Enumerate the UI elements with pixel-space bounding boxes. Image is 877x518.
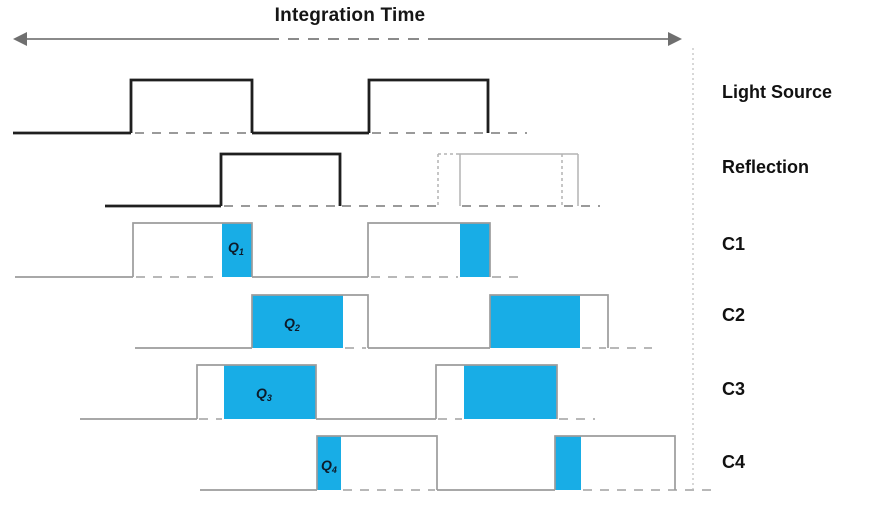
c1-charge-fill <box>460 223 490 277</box>
c2-charge-fill <box>252 295 343 348</box>
c2-charge-fill <box>490 295 580 348</box>
c2-charge-label: Q2 <box>284 315 300 333</box>
row-label-light-source: Light Source <box>722 82 833 102</box>
light-source-pulse <box>129 78 254 133</box>
c1-charge-label: Q1 <box>228 239 244 257</box>
row-label-c1: C1 <box>722 234 746 254</box>
c4-charge-fill <box>555 436 581 490</box>
c3-charge-fill <box>464 365 557 419</box>
c1-charge-fill <box>222 223 252 277</box>
integration-time-title: Integration Time <box>274 5 426 26</box>
c4-pulse <box>554 435 676 490</box>
c3-pulse <box>196 364 317 419</box>
arrow-head-left <box>13 32 27 46</box>
row-label-c2: C2 <box>722 305 746 325</box>
row-label-c4: C4 <box>722 452 746 472</box>
c1-pulse <box>132 222 253 277</box>
c3-charge-label: Q3 <box>256 385 272 403</box>
c4-charge-fill <box>317 436 341 490</box>
c2-pulse <box>251 294 369 348</box>
row-label-c3: C3 <box>722 379 746 399</box>
arrow-head-right <box>668 32 682 46</box>
c3-charge-fill <box>224 365 316 419</box>
row-label-reflection: Reflection <box>722 157 810 177</box>
c2-pulse <box>489 294 609 348</box>
c4-pulse <box>316 435 438 490</box>
c4-charge-label: Q4 <box>321 457 337 475</box>
c3-pulse <box>435 364 558 419</box>
c1-pulse <box>367 222 491 277</box>
light-source-pulse <box>367 78 490 133</box>
reflection-pulse <box>219 152 342 206</box>
